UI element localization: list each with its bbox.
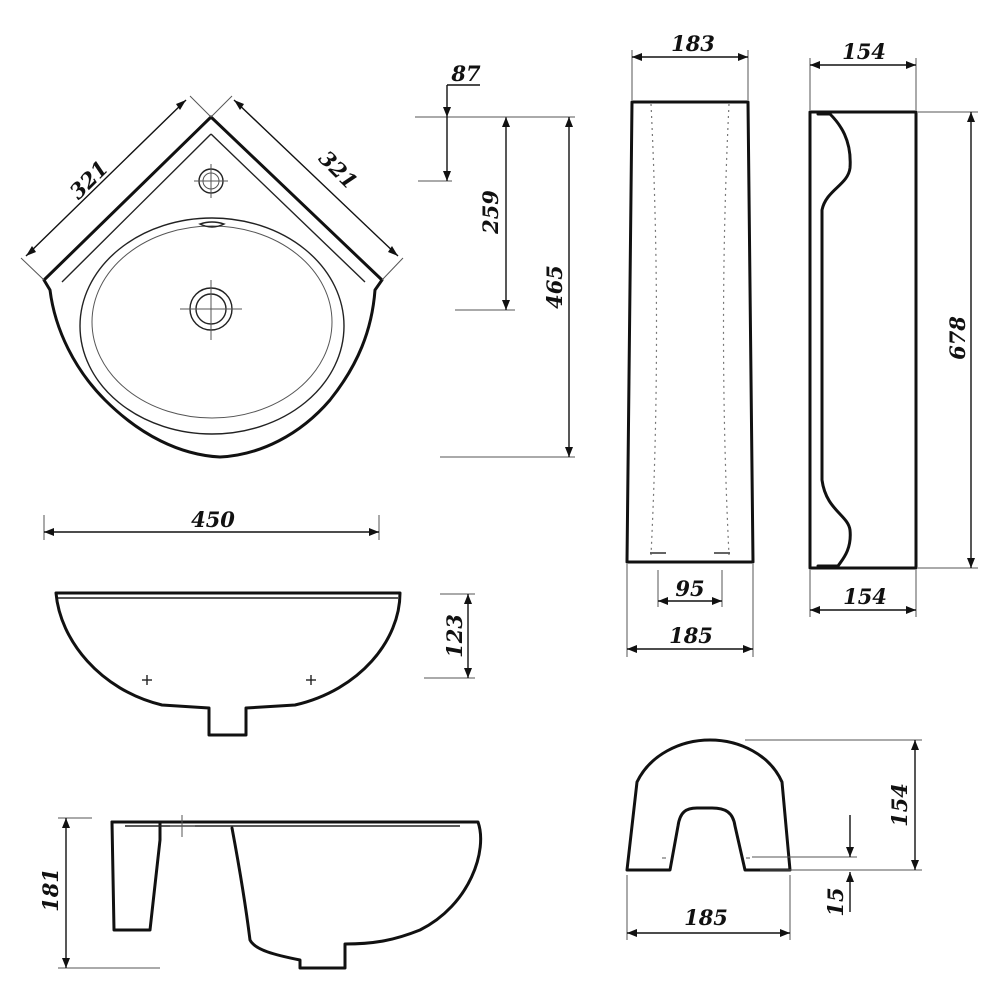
drain-hole-icon	[180, 280, 242, 340]
dim-label-pedestal-foot-gap: 95	[675, 576, 704, 601]
overflow-slot	[198, 221, 226, 228]
dim-label-basin-side-height: 181	[38, 868, 63, 912]
dim-tap-offset: 87	[415, 61, 481, 182]
basin-top-rim	[61, 133, 366, 283]
pedestal-section-outline	[625, 738, 792, 872]
pedestal-side-outline	[808, 110, 918, 570]
dim-pedestal-height: 678	[918, 111, 978, 569]
dim-label-basin-front-height: 123	[442, 614, 467, 658]
dim-label-overall-depth: 465	[542, 265, 567, 309]
dim-pedestal-bottom-width: 185	[626, 564, 754, 657]
basin-side-view: 181	[38, 815, 483, 970]
dim-label-pedestal-side-bottom: 154	[843, 584, 887, 609]
pedestal-front-view: 183 95 185	[625, 31, 755, 657]
dim-pedestal-side-bottom: 154	[809, 570, 917, 617]
basin-side-outline	[110, 820, 483, 970]
wall-bracket-outline	[110, 820, 162, 932]
dim-basin-front-height: 123	[424, 593, 475, 679]
alignment-cross-icon	[170, 815, 195, 837]
dim-pedestal-foot-gap: 95	[657, 570, 723, 607]
dim-label-top-right-edge: 321	[314, 145, 363, 194]
basin-bowl-inner	[91, 225, 333, 419]
basin-front-outline	[54, 591, 402, 737]
pedestal-section-view: 154 15 185	[625, 738, 922, 940]
dim-label-pedestal-height: 678	[945, 316, 970, 360]
dim-basin-width: 450	[43, 507, 380, 540]
dim-drain-offset: 259	[455, 117, 515, 311]
dim-label-drain-offset: 259	[478, 190, 503, 235]
dim-pedestal-top-width: 183	[631, 31, 749, 100]
dim-overall-depth: 465	[440, 116, 575, 458]
pedestal-front-outline	[625, 100, 755, 564]
dim-label-basin-width: 450	[191, 507, 235, 532]
basin-bowl-outline	[79, 217, 345, 435]
dim-label-pedestal-section-width: 185	[684, 905, 728, 930]
fixing-point-left-icon	[142, 675, 152, 685]
pedestal-side-view: 154 154 678	[808, 39, 978, 617]
dim-label-top-left-edge: 321	[64, 155, 113, 204]
fixing-point-right-icon	[306, 675, 316, 685]
dim-label-pedestal-bottom-width: 185	[669, 623, 713, 648]
dim-label-pedestal-side-top: 154	[842, 39, 886, 64]
dim-pedestal-section-width: 185	[626, 875, 791, 940]
dim-top-right-edge: 321	[210, 95, 404, 281]
dim-label-pedestal-section-height: 154	[887, 783, 912, 827]
dim-pedestal-section-wall: 15	[752, 815, 857, 917]
dim-basin-side-height: 181	[38, 817, 160, 969]
dim-label-pedestal-top-width: 183	[671, 31, 715, 56]
tap-hole-icon	[194, 164, 228, 198]
basin-top-view: 321 321 87 259	[20, 61, 575, 459]
dim-label-tap-offset: 87	[450, 61, 481, 86]
pedestal-side-profile	[816, 112, 852, 568]
dim-label-pedestal-section-wall: 15	[823, 887, 848, 916]
basin-top-outline	[42, 115, 384, 459]
basin-front-view: 450 123	[43, 507, 475, 737]
dim-pedestal-side-top: 154	[809, 39, 917, 110]
dim-pedestal-section-height: 154	[745, 739, 922, 871]
